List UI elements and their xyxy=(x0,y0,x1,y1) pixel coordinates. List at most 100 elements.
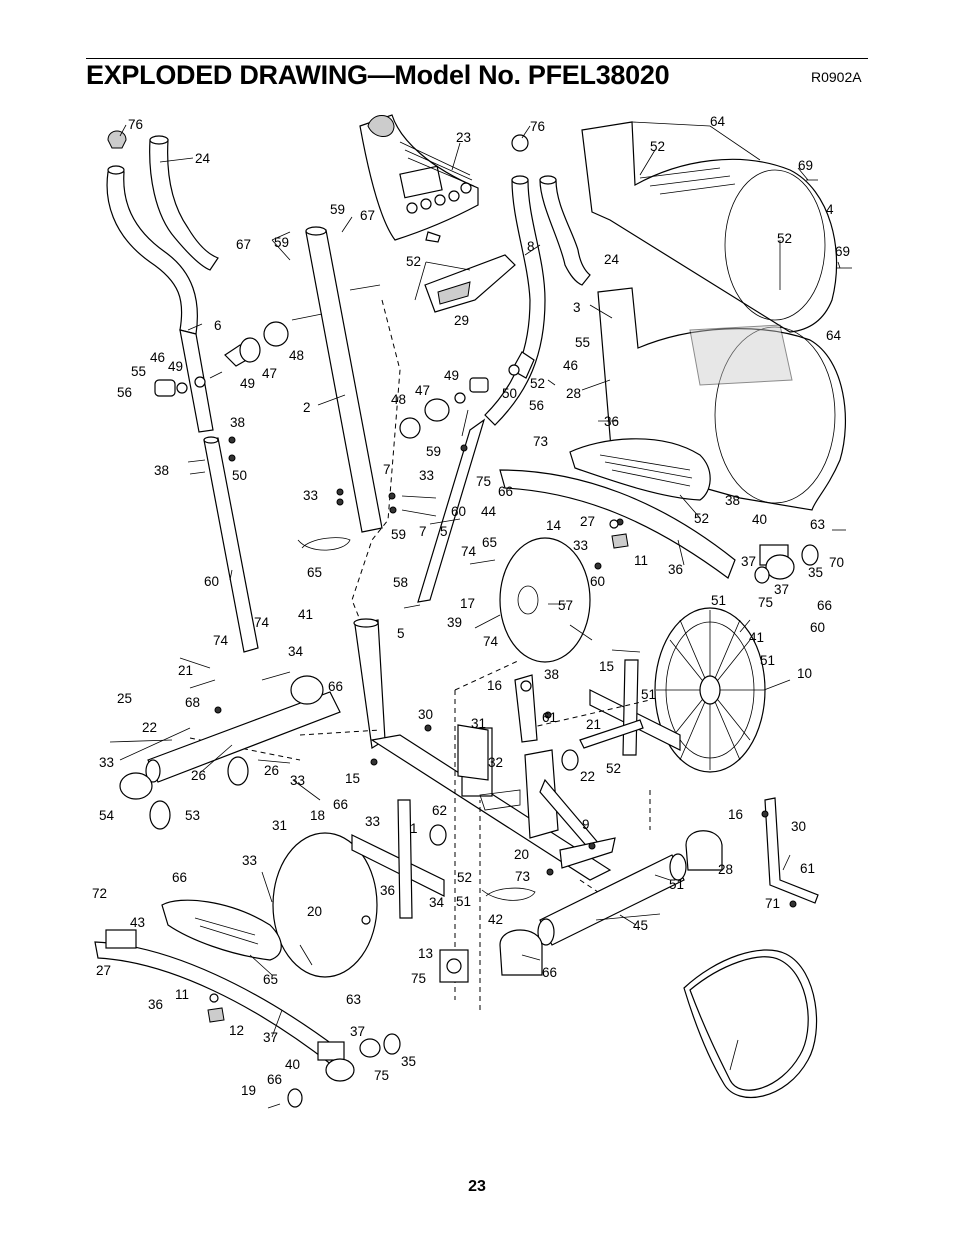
pivot-parts-right xyxy=(399,351,535,439)
part-callout: 49 xyxy=(168,359,183,374)
part-callout: 28 xyxy=(718,862,733,877)
part-callout: 66 xyxy=(328,679,343,694)
part-callout: 75 xyxy=(758,595,773,610)
leader-lines xyxy=(119,121,841,1071)
part-callout: 4 xyxy=(826,202,834,217)
callout-labels: 76 24 23 76 64 52 69 4 52 69 64 59 67 67… xyxy=(92,114,850,1098)
part-callout: 49 xyxy=(240,376,255,391)
part-callout: 41 xyxy=(749,630,764,645)
bracket xyxy=(764,797,819,904)
part-callout: 33 xyxy=(242,853,257,868)
part-callout: 51 xyxy=(711,593,726,608)
part-callout: 32 xyxy=(488,755,503,770)
part-callout: 59 xyxy=(330,202,345,217)
part-callout: 65 xyxy=(307,565,322,580)
part-callout: 1 xyxy=(410,821,418,836)
part-callout: 60 xyxy=(451,504,466,519)
wire-44 xyxy=(297,537,351,551)
part-callout: 26 xyxy=(264,763,279,778)
part-callout: 43 xyxy=(130,915,145,930)
part-callout: 71 xyxy=(765,896,780,911)
part-callout: 67 xyxy=(360,208,375,223)
part-callout: 56 xyxy=(529,398,544,413)
part-callout: 59 xyxy=(274,235,289,250)
part-callout: 34 xyxy=(429,895,445,910)
part-callout: 21 xyxy=(178,663,193,678)
part-callout: 27 xyxy=(96,963,111,978)
part-callout: 59 xyxy=(426,444,441,459)
part-callout: 18 xyxy=(310,808,325,823)
drawing-code: R0902A xyxy=(811,69,862,85)
resistance-motor xyxy=(439,949,469,983)
part-callout: 46 xyxy=(150,350,165,365)
part-callout: 34 xyxy=(288,644,304,659)
part-callout: 45 xyxy=(633,918,648,933)
part-callout: 11 xyxy=(634,553,648,568)
part-callout: 52 xyxy=(530,376,545,391)
part-callout: 21 xyxy=(586,717,601,732)
part-callout: 22 xyxy=(142,720,157,735)
part-callout: 38 xyxy=(544,667,559,682)
part-callout: 6 xyxy=(214,318,222,333)
part-callout: 50 xyxy=(502,386,517,401)
part-callout: 65 xyxy=(482,535,497,550)
part-callout: 47 xyxy=(262,366,277,381)
part-callout: 60 xyxy=(810,620,825,635)
part-callout: 61 xyxy=(542,710,557,725)
part-callout: 51 xyxy=(456,894,471,909)
part-callout: 2 xyxy=(303,400,311,415)
part-callout: 31 xyxy=(471,716,486,731)
part-callout: 12 xyxy=(229,1023,244,1038)
part-callout: 35 xyxy=(808,565,823,580)
part-callout: 60 xyxy=(204,574,219,589)
part-callout: 37 xyxy=(263,1030,278,1045)
part-callout: 73 xyxy=(533,434,548,449)
part-callout: 33 xyxy=(419,468,434,483)
part-callout: 23 xyxy=(456,130,471,145)
part-callout: 19 xyxy=(241,1083,256,1098)
part-callout: 37 xyxy=(774,582,789,597)
part-callout: 40 xyxy=(752,512,767,527)
part-callout: 61 xyxy=(800,861,815,876)
part-callout: 49 xyxy=(444,368,459,383)
part-callout: 76 xyxy=(128,117,143,132)
part-callout: 22 xyxy=(580,769,595,784)
part-callout: 33 xyxy=(573,538,588,553)
end-cap-left xyxy=(107,130,127,149)
part-callout: 25 xyxy=(117,691,132,706)
part-callout: 31 xyxy=(272,818,287,833)
part-callout: 55 xyxy=(575,335,590,350)
part-callout: 8 xyxy=(527,239,535,254)
part-callout: 33 xyxy=(99,755,114,770)
right-shield-upper xyxy=(581,121,838,333)
part-callout: 46 xyxy=(563,358,578,373)
part-callout: 52 xyxy=(650,139,665,154)
right-pivot-end xyxy=(754,544,819,584)
upright xyxy=(291,226,383,533)
part-callout: 26 xyxy=(191,768,206,783)
part-callout: 27 xyxy=(580,514,595,529)
console xyxy=(359,114,479,243)
part-callout: 33 xyxy=(290,773,305,788)
left-upper-arm xyxy=(179,329,214,433)
part-callout: 68 xyxy=(185,695,200,710)
part-callout: 36 xyxy=(668,562,683,577)
page-number: 23 xyxy=(468,1178,486,1195)
part-callout: 74 xyxy=(483,634,499,649)
part-callout: 28 xyxy=(566,386,581,401)
part-callout: 62 xyxy=(432,803,447,818)
part-callout: 38 xyxy=(725,493,740,508)
part-callout: 33 xyxy=(365,814,380,829)
part-callout: 20 xyxy=(514,847,529,862)
pivot-parts-left xyxy=(154,321,289,397)
part-callout: 59 xyxy=(391,527,406,542)
part-callout: 42 xyxy=(488,912,503,927)
part-callout: 37 xyxy=(741,554,756,569)
part-callout: 17 xyxy=(460,596,475,611)
part-callout: 7 xyxy=(383,462,391,477)
part-callout: 75 xyxy=(411,971,426,986)
part-callout: 10 xyxy=(797,666,812,681)
part-callout: 63 xyxy=(346,992,361,1007)
title-rule xyxy=(86,58,868,59)
